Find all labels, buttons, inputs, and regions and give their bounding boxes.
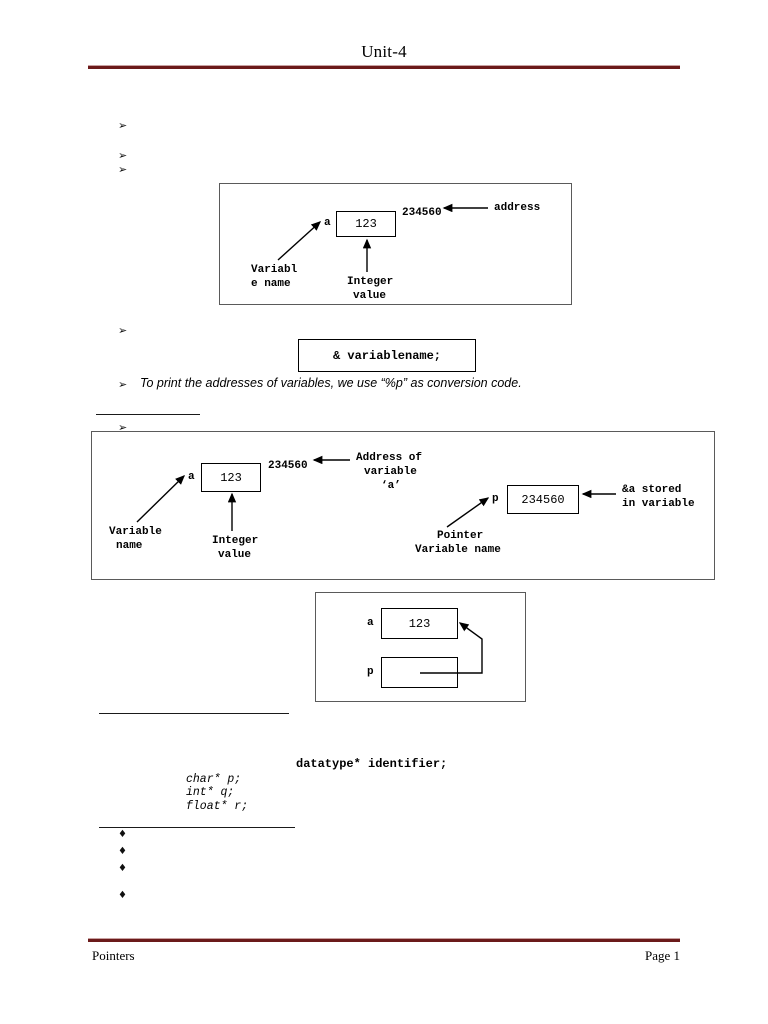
- figure2-variable-caption-line1: Variable: [109, 526, 162, 538]
- figure2-address-value: 234560: [268, 460, 308, 472]
- figure2-stored-caption-line2: in variable: [622, 498, 695, 510]
- declaration-example-2: int* q;: [186, 786, 235, 799]
- figure2-integer-caption-line2: value: [218, 549, 252, 561]
- figure2-address-caption-line1: Address of: [356, 452, 423, 464]
- declaration-syntax: datatype* identifier;: [296, 757, 448, 771]
- section-bullet: ➢: [118, 421, 128, 434]
- address-operator-bullet: ➢: [118, 324, 128, 337]
- address-operator-box: & variablename;: [298, 339, 476, 372]
- figure1-integer-caption-line2: value: [353, 290, 387, 302]
- section-underline-2: [99, 713, 289, 714]
- declaration-example-1: char* p;: [186, 773, 242, 786]
- section-underline-1: [96, 414, 200, 415]
- figure3-pointer-label: p: [367, 666, 374, 678]
- figure2-pointer-caption-line1: Pointer: [437, 530, 484, 542]
- conversion-code-text: To print the addresses of variables, we …: [140, 376, 522, 390]
- footer-section-label: Pointers: [92, 948, 135, 963]
- figure3-variable-label: a: [367, 617, 374, 629]
- bottom-list-bullet-4: ♦: [118, 890, 127, 901]
- footer-divider: [88, 938, 680, 942]
- figure1-address-value: 234560: [402, 207, 442, 219]
- figure2-pointer-caption-line2: Variable name: [415, 544, 501, 556]
- header-divider: [88, 65, 680, 69]
- figure1-integer-caption-line1: Integer: [347, 276, 394, 288]
- section-underline-3: [99, 827, 295, 828]
- figure2-integer-caption-line1: Integer: [212, 535, 259, 547]
- figure3-variable-box: 123: [381, 608, 458, 639]
- footer-page-number: Page 1: [644, 948, 680, 963]
- figure1-variable-label: a: [324, 217, 331, 229]
- declaration-example-3: float* r;: [186, 800, 249, 813]
- bottom-list-bullet-3: ♦: [118, 863, 127, 874]
- pointer-points-to-variable-figure: 123 a p: [315, 592, 526, 702]
- variable-address-figure: 123 a 234560 address Variabl e name Inte…: [219, 183, 572, 305]
- pointer-variable-figure: 123 a 234560 Address of variable ‘a’ Var…: [91, 431, 715, 580]
- figure1-variable-caption-line1: Variabl: [251, 264, 298, 276]
- figure2-pointer-label: p: [492, 493, 499, 505]
- figure2-address-caption-line3: ‘a’: [381, 480, 401, 492]
- figure2-address-caption-line2: variable: [364, 466, 417, 478]
- page-title: Unit-4: [361, 42, 407, 61]
- list-item-bullet-1: ➢: [118, 119, 128, 132]
- list-item-bullet-3: ➢: [118, 163, 128, 176]
- figure1-variable-caption-line2: e name: [251, 278, 291, 290]
- conversion-bullet: ➢: [118, 378, 128, 391]
- figure2-variable-caption-line2: name: [116, 540, 143, 552]
- figure1-address-caption: address: [494, 202, 541, 214]
- figure1-value-box: 123: [336, 211, 396, 237]
- bottom-list-bullet-2: ♦: [118, 846, 127, 857]
- figure2-variable-label: a: [188, 471, 195, 483]
- figure3-pointer-box: [381, 657, 458, 688]
- figure2-pointer-box: 234560: [507, 485, 579, 514]
- figure2-value-box: 123: [201, 463, 261, 492]
- figure2-stored-caption-line1: &a stored: [622, 484, 682, 496]
- bottom-list-bullet-1: ♦: [118, 829, 127, 840]
- list-item-bullet-2: ➢: [118, 149, 128, 162]
